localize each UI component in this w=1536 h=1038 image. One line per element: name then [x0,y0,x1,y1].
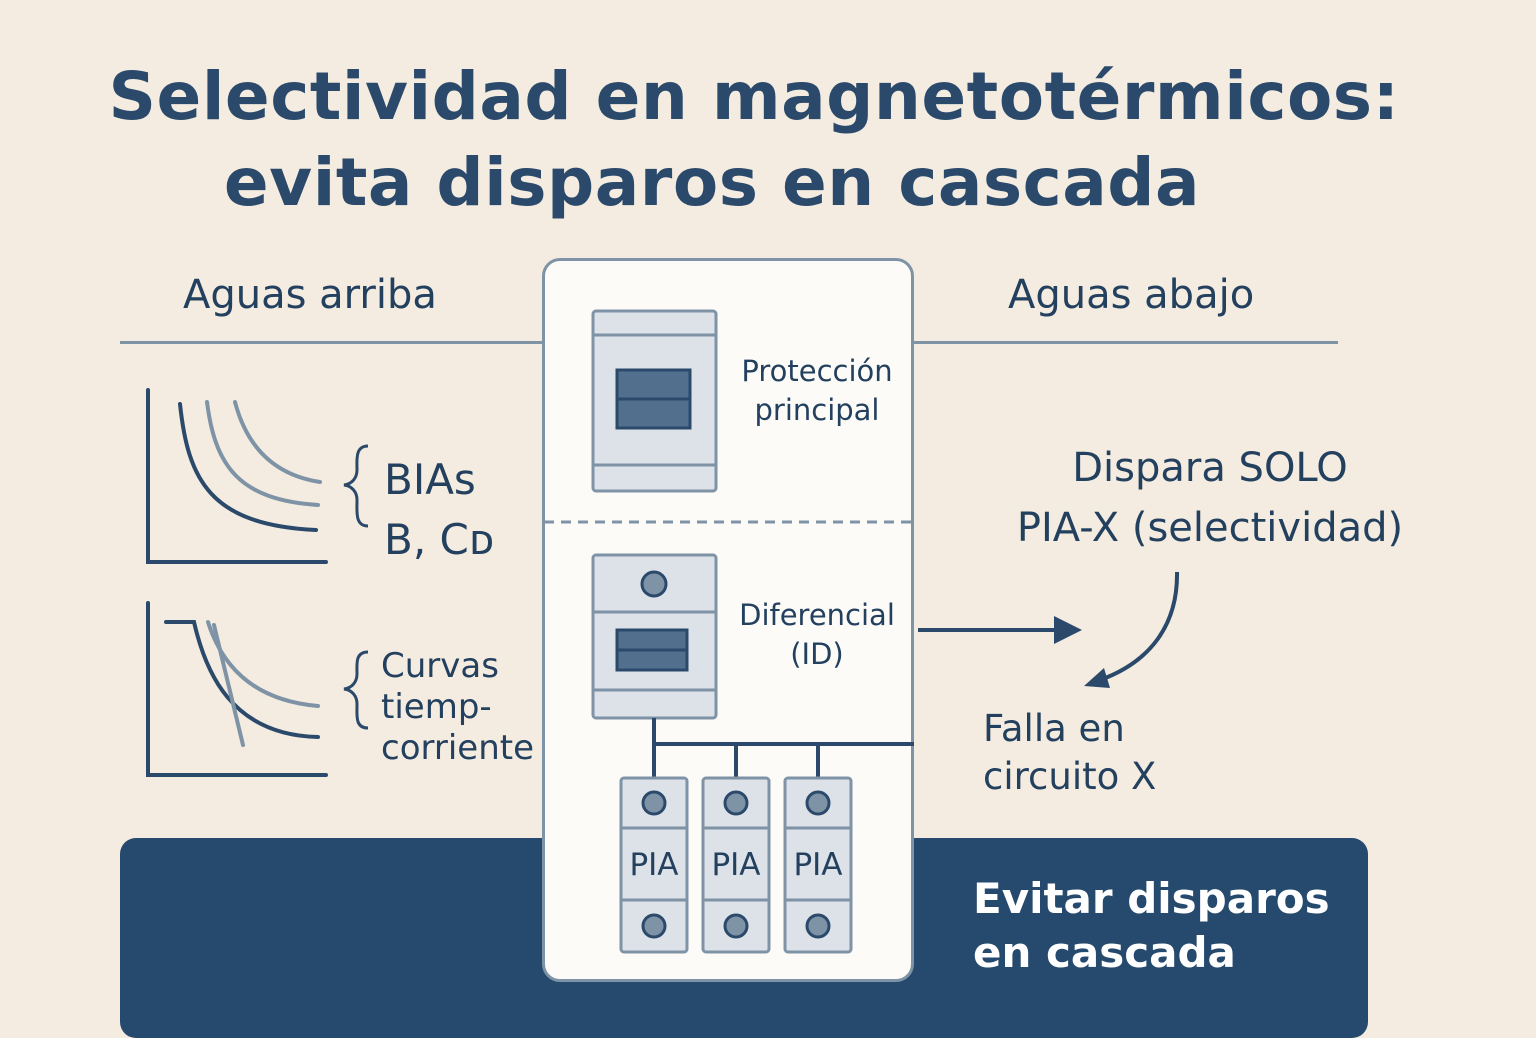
bus-lines [652,718,914,778]
curve-1 [178,402,318,532]
pia-device-2 [701,776,771,954]
fault-line-2: circuito X [983,755,1157,798]
curves-bottom-label: Curvas tiemp- corriente [381,646,534,769]
chart-axes [146,388,328,564]
curves-chart-top [146,388,328,564]
curves-bottom-line-1: Curvas [381,646,499,686]
trip-line-1: Dispara SOLO [1072,445,1348,491]
title-line-1: Selectividad en magnetotérmicos: [108,58,1400,135]
curve-1 [164,620,320,739]
banner-line-1: Evitar disparos [973,874,1330,923]
curve-3 [233,400,322,484]
pia-label: PIA [711,847,761,883]
main-breaker [591,309,718,493]
differential-line-1: Diferencial [739,598,895,632]
arrow-right-icon [918,616,1082,644]
pia-device-3 [783,776,853,954]
curves-bottom-line-3: corriente [381,728,535,768]
differential-line-2: (ID) [790,637,844,671]
trip-only-text: Dispara SOLO PIA-X (selectividad) [1000,438,1420,558]
fault-text: Falla en circuito X [983,705,1156,801]
downstream-divider [914,341,1338,344]
curves-top-line-1: BIAs [384,455,476,504]
fault-line-1: Falla en [983,707,1125,750]
pia-label: PIA [793,847,843,883]
curves-top-line-2: B, Cᴅ [384,515,495,564]
banner-line-2: en cascada [973,928,1236,977]
chart-axes [146,601,328,777]
upstream-heading: Aguas arriba [183,272,437,318]
trip-line-2: PIA-X (selectividad) [1016,505,1404,551]
brace-icon [343,444,369,528]
curves-chart-bottom [146,601,328,777]
pia-device-1 [619,776,689,954]
test-button-icon [640,570,668,598]
differential-label: Diferencial (ID) [730,596,904,674]
main-protection-label: Protección principal [730,352,904,430]
main-protection-line-2: principal [754,393,880,427]
banner-text: Evitar disparos en cascada [973,872,1330,980]
curve-2 [206,620,320,708]
curves-bottom-line-2: tiemp- [381,687,492,727]
main-protection-line-1: Protección [741,354,893,388]
curves-top-label: BIAs B, Cᴅ [384,450,494,570]
brace-icon [343,650,369,730]
differential-device [591,553,718,720]
downstream-heading: Aguas abajo [1008,272,1255,318]
title-line-2: evita disparos en cascada [223,144,1201,221]
curve-3 [212,623,245,747]
pia-label: PIA [629,847,679,883]
curved-arrow-icon [1084,571,1180,688]
upstream-divider [120,341,544,344]
curve-2 [205,400,320,507]
